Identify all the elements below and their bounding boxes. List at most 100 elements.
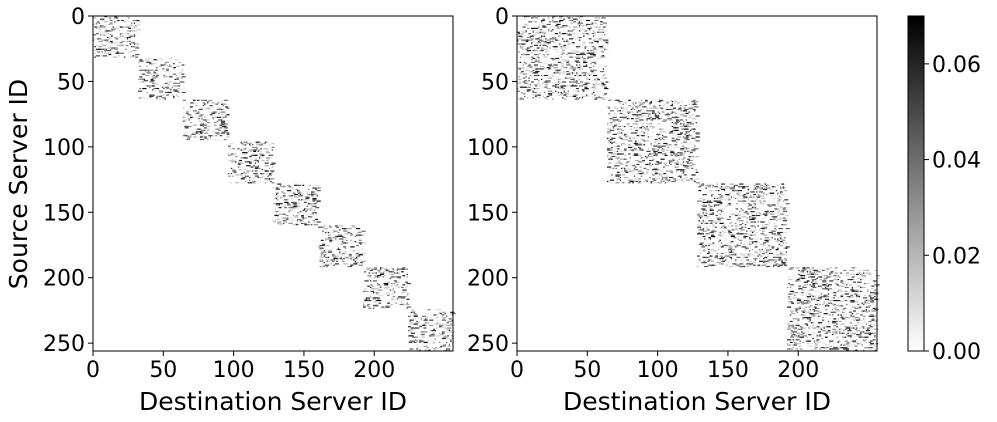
heatmap-cell <box>671 132 674 134</box>
heatmap-cell <box>408 331 413 333</box>
heatmap-cell <box>602 74 605 77</box>
heatmap-cell <box>637 110 641 112</box>
heatmap-cell <box>822 280 827 282</box>
heatmap-cell <box>587 94 591 96</box>
heatmap-cell <box>126 36 131 39</box>
heatmap-cell <box>560 44 562 46</box>
heatmap-cell <box>763 260 768 262</box>
heatmap-cell <box>532 76 536 78</box>
heatmap-cell <box>250 173 252 175</box>
heatmap-cell <box>310 192 314 194</box>
heatmap-cell <box>702 262 707 264</box>
heatmap-cell <box>671 129 676 132</box>
heatmap-cell <box>601 56 606 58</box>
heatmap-cell <box>174 89 178 91</box>
heatmap-cell <box>594 17 598 19</box>
heatmap-cell <box>801 275 806 277</box>
heatmap-cell <box>427 309 431 311</box>
heatmap-cell <box>813 273 818 275</box>
heatmap-cell <box>563 90 565 92</box>
heatmap-cell <box>722 245 724 247</box>
heatmap-cell <box>587 90 591 92</box>
heatmap-cell <box>560 68 562 70</box>
heatmap-cell <box>688 162 693 164</box>
heatmap-cell <box>535 60 539 62</box>
heatmap-cell <box>813 269 817 272</box>
heatmap-cell <box>554 69 557 71</box>
heatmap-cell <box>370 290 373 292</box>
heatmap-cell <box>699 233 705 235</box>
heatmap-cell <box>824 289 827 291</box>
heatmap-cell <box>554 48 560 50</box>
heatmap-cell <box>111 46 116 48</box>
heatmap-cell <box>115 16 117 18</box>
heatmap-cell <box>562 50 564 52</box>
heatmap-cell <box>626 174 631 176</box>
heatmap-cell <box>653 150 658 152</box>
heatmap-cell <box>874 296 876 298</box>
heatmap-cell <box>701 246 706 248</box>
heatmap-cell <box>350 234 354 236</box>
heatmap-cell <box>760 255 762 257</box>
heatmap-cell <box>104 52 108 54</box>
heatmap-cell <box>322 263 324 265</box>
heatmap-cell <box>772 218 778 221</box>
heatmap-cell <box>529 70 534 73</box>
heatmap-cell <box>733 252 737 255</box>
heatmap-cell <box>574 76 578 78</box>
heatmap-cell <box>577 36 579 39</box>
heatmap-cell <box>636 107 638 109</box>
heatmap-cell <box>718 209 723 211</box>
heatmap-cell <box>333 233 338 235</box>
heatmap-cell <box>559 31 561 33</box>
heatmap-cell <box>806 267 810 269</box>
heatmap-cell <box>206 139 209 141</box>
heatmap-cell <box>654 139 658 141</box>
heatmap-cell <box>171 94 174 96</box>
heatmap-cell <box>636 110 640 112</box>
heatmap-cell <box>778 195 780 197</box>
heatmap-cell <box>355 227 361 230</box>
heatmap-cell <box>578 36 582 39</box>
heatmap-cell <box>287 190 292 192</box>
heatmap-cell <box>313 209 316 211</box>
heatmap-cell <box>775 218 778 221</box>
heatmap-cell <box>264 162 269 164</box>
heatmap-cell <box>712 230 716 232</box>
heatmap-cell <box>765 241 769 243</box>
heatmap-cell <box>654 156 660 158</box>
heatmap-cell <box>351 239 354 241</box>
heatmap-cell <box>181 76 186 78</box>
heatmap-cell <box>795 297 800 299</box>
heatmap-cell <box>626 108 629 111</box>
heatmap-cell <box>549 94 553 96</box>
heatmap-cell <box>705 245 707 247</box>
heatmap-cell <box>581 89 585 91</box>
heatmap-cell <box>312 199 317 201</box>
heatmap-cell <box>623 176 629 179</box>
heatmap-cell <box>595 95 599 97</box>
heatmap-cell <box>587 73 592 75</box>
heatmap-cell <box>675 163 679 166</box>
heatmap-cell <box>754 238 759 240</box>
heatmap-cell <box>535 87 540 90</box>
heatmap-cell <box>653 112 657 115</box>
heatmap-cell <box>108 23 112 26</box>
heatmap-cell <box>751 231 755 234</box>
heatmap-cell <box>585 89 589 91</box>
heatmap-cell <box>722 243 726 245</box>
heatmap-cell <box>637 120 641 122</box>
heatmap-cell <box>560 85 565 87</box>
heatmap-cell <box>406 307 408 309</box>
heatmap-cell <box>578 39 581 41</box>
heatmap-cell <box>392 294 396 296</box>
heatmap-cell <box>313 212 316 214</box>
heatmap-cell <box>343 227 348 230</box>
heatmap-cell <box>708 220 713 222</box>
heatmap-cell <box>629 166 631 168</box>
heatmap-cell <box>719 246 721 248</box>
heatmap-cell <box>637 153 641 155</box>
heatmap-cell <box>295 184 299 186</box>
heatmap-cell <box>649 103 651 105</box>
heatmap-cell <box>833 299 838 302</box>
